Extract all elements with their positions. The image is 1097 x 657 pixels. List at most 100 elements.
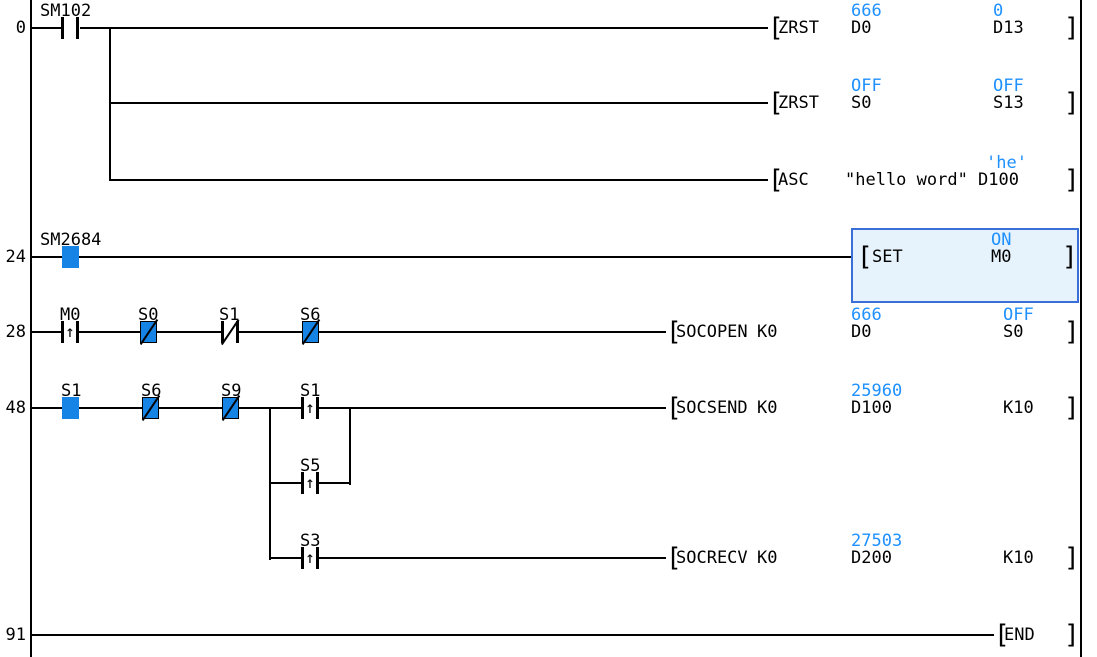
contact-nc-energized[interactable] (301, 319, 320, 345)
contact-rising-edge[interactable]: ↑ (301, 547, 319, 569)
instruction-mnemonic: ZRST (778, 18, 819, 38)
instruction-mnemonic: ASC (778, 170, 809, 190)
wire (79, 407, 142, 409)
wire (157, 331, 222, 333)
instruction-mnemonic: SET (872, 247, 903, 267)
contact-bar (316, 547, 319, 569)
instruction-operand: S13 (993, 93, 1024, 113)
instruction-block[interactable]: [ ZRST D0 666 D13 0 ] (768, 2, 1080, 43)
contact-label: S1 (219, 305, 240, 325)
contact-rising-edge[interactable]: ↑ (301, 397, 319, 419)
monitor-value: 666 (851, 1, 882, 21)
contact-bar (61, 17, 64, 39)
instruction-block[interactable]: [ ASC "hello word" D100 'he' ] (768, 154, 1080, 195)
monitor-value: OFF (1003, 305, 1034, 325)
contact-label: S5 (300, 456, 321, 476)
wire (319, 557, 666, 559)
contact-bar (61, 321, 64, 343)
instruction-operand: D100 (851, 398, 892, 418)
instruction-operand: D200 (851, 548, 892, 568)
selection-highlight (851, 228, 1079, 303)
slash-icon (141, 395, 160, 421)
contact-bar (316, 397, 319, 419)
instruction-close-bracket: ] (1064, 13, 1080, 43)
monitor-value: 27503 (851, 531, 903, 551)
wire (239, 331, 302, 333)
instruction-mnemonic: ZRST (778, 93, 819, 113)
wire (319, 331, 666, 333)
contact-nc-energized[interactable] (141, 395, 160, 421)
wire (78, 256, 851, 258)
instruction-mnemonic: END (1004, 625, 1035, 645)
wire (110, 179, 768, 181)
instruction-close-bracket: ] (1064, 317, 1080, 347)
contact-no[interactable] (61, 17, 79, 39)
instruction-block[interactable]: [ SOCOPEN K0 D0 666 S0 OFF ] (666, 306, 1080, 347)
instruction-operand: K10 (1003, 398, 1034, 418)
step-number: 91 (5, 625, 26, 645)
wire (271, 482, 302, 484)
instruction-open-bracket: [ (666, 393, 682, 423)
up-arrow-icon: ↑ (305, 473, 315, 492)
wire (79, 331, 140, 333)
wire (319, 482, 351, 484)
contact-label: SM102 (40, 1, 92, 21)
monitor-value: ON (991, 230, 1012, 250)
branch-wire (349, 407, 351, 485)
instruction-close-bracket: ] (1062, 242, 1078, 272)
instruction-block[interactable]: [ END ] (994, 620, 1080, 650)
contact-nc[interactable] (220, 319, 240, 345)
instruction-open-bracket: [ (768, 165, 784, 195)
instruction-close-bracket: ] (1064, 165, 1080, 195)
monitor-value: OFF (993, 76, 1024, 96)
monitor-value: 25960 (851, 381, 903, 401)
instruction-close-bracket: ] (1064, 543, 1080, 573)
up-arrow-icon: ↑ (65, 322, 75, 341)
contact-bar (301, 547, 304, 569)
instruction-mnemonic: SOCSEND (676, 398, 748, 418)
instruction-block-selected[interactable]: [ SET M0 ON ] (855, 231, 1078, 272)
contact-label: S0 (138, 305, 159, 325)
contact-label: S6 (300, 305, 321, 325)
contact-rising-edge[interactable]: ↑ (301, 472, 319, 494)
instruction-operand: D0 (851, 18, 872, 38)
instruction-open-bracket: [ (768, 88, 784, 118)
wire (319, 407, 666, 409)
contact-label: SM2684 (40, 230, 102, 250)
slash-icon (301, 319, 320, 345)
contact-no-energized[interactable] (62, 246, 79, 268)
instruction-open-bracket: [ (857, 242, 873, 272)
contact-bar (236, 321, 239, 343)
step-number: 24 (5, 247, 26, 267)
contact-no-energized[interactable] (62, 397, 79, 419)
wire (271, 557, 302, 559)
instruction-open-bracket: [ (768, 13, 784, 43)
wire (30, 634, 994, 636)
monitor-value: 'he' (986, 153, 1027, 173)
instruction-close-bracket: ] (1064, 393, 1080, 423)
step-number: 28 (5, 322, 26, 342)
branch-wire (269, 407, 271, 560)
branch-wire (109, 27, 111, 181)
wire (30, 27, 62, 29)
contact-nc-energized[interactable] (221, 395, 240, 421)
instruction-block[interactable]: [ SOCSEND K0 D100 25960 K10 ] (666, 382, 1080, 423)
wire (30, 331, 62, 333)
wire (159, 407, 222, 409)
contact-bar (301, 472, 304, 494)
instruction-open-bracket: [ (666, 317, 682, 347)
wire (30, 256, 62, 258)
monitor-value: 666 (851, 305, 882, 325)
contact-nc-energized[interactable] (139, 319, 158, 345)
instruction-block[interactable]: [ ZRST S0 OFF S13 OFF ] (768, 77, 1080, 118)
monitor-value: 0 (993, 1, 1004, 21)
contact-label: S3 (300, 531, 321, 551)
step-number: 0 (15, 18, 26, 38)
instruction-block[interactable]: [ SOCRECV K0 D200 27503 K10 ] (666, 532, 1080, 573)
contact-rising-edge[interactable]: ↑ (61, 321, 79, 343)
wire (110, 102, 768, 104)
instruction-close-bracket: ] (1064, 88, 1080, 118)
contact-bar (221, 321, 224, 343)
instruction-operand: S0 (851, 93, 872, 113)
contact-bar (301, 397, 304, 419)
